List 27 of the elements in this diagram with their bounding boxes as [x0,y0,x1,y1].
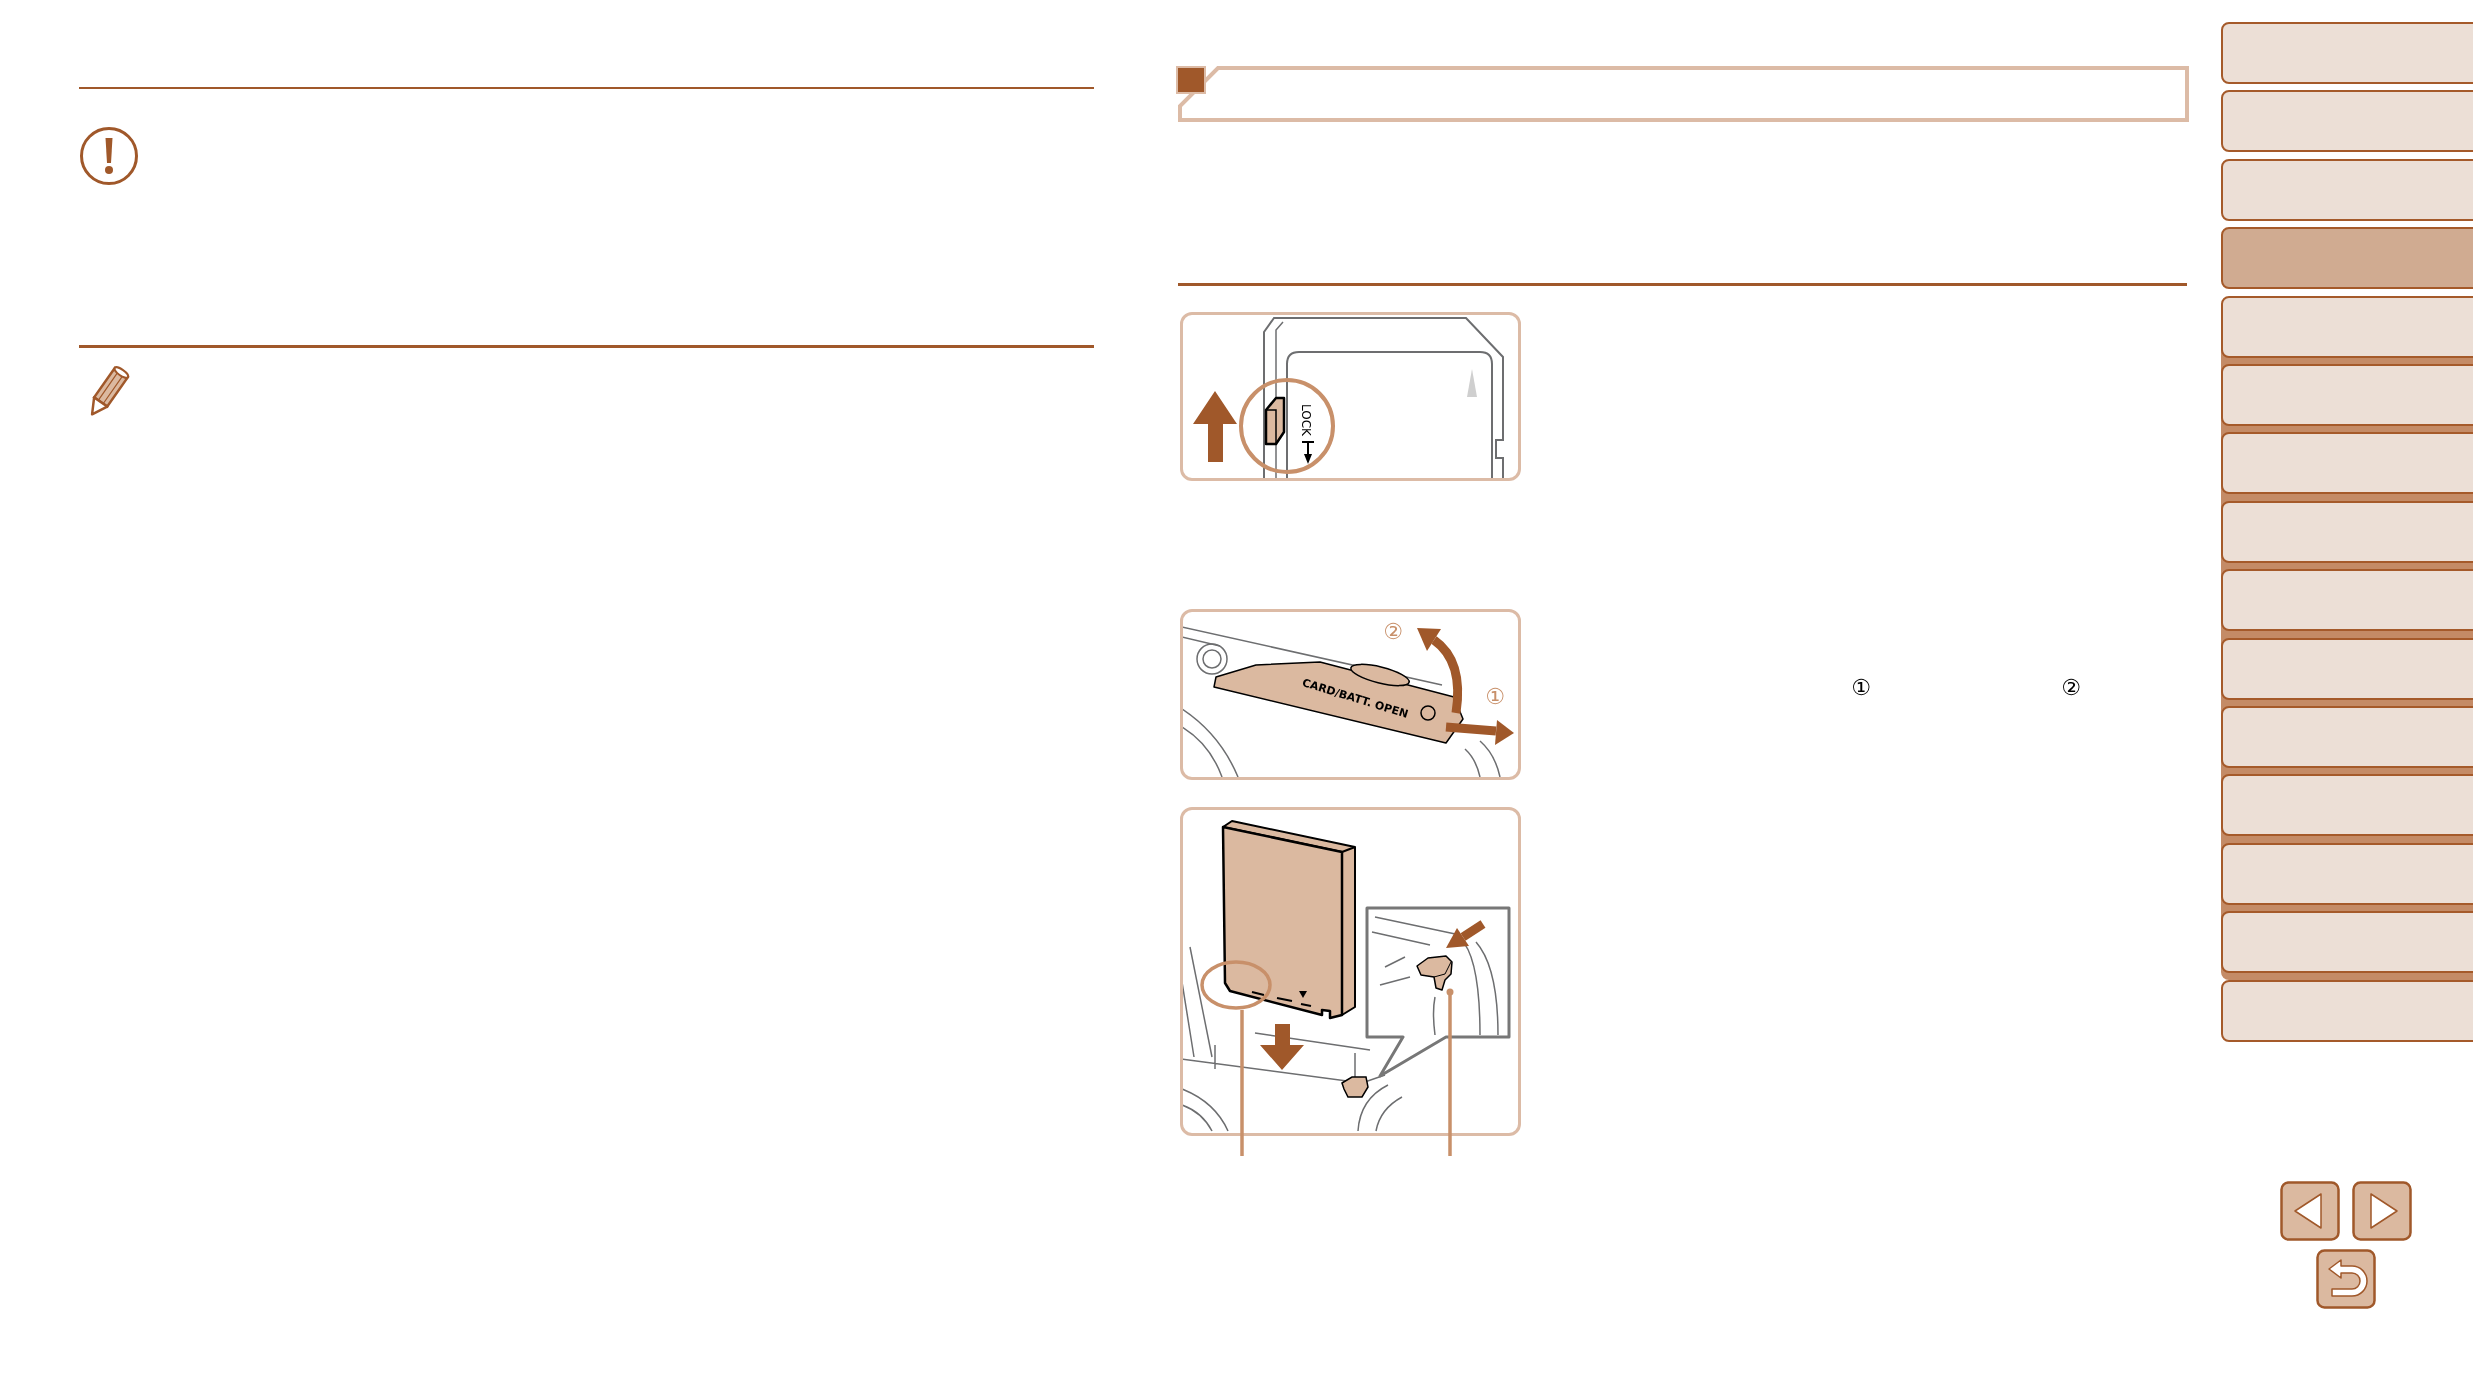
step-number: ② [2061,675,2081,701]
chapter-tab [2221,637,2473,700]
chapter-tab [2221,295,2473,358]
illustration-panel [1180,312,1521,481]
leader-line [1240,1010,1244,1156]
chapter-tab [2221,158,2473,221]
selected-chapter-tab [2221,227,2473,290]
chapter-tab [2221,979,2473,1042]
switch-label: LOCK [1298,404,1312,436]
illustration-panel [1180,807,1521,1136]
step-number: ① [1851,675,1871,701]
step-number: ① [1485,684,1505,710]
step-number: ② [1383,619,1403,645]
chapter-tab [2221,774,2473,837]
chapter-tab [2221,842,2473,905]
illustration-panel [1180,609,1521,780]
chapter-tab [2221,706,2473,768]
latch-drawing [1414,952,1454,992]
chapter-tab [2221,911,2473,974]
highlight-ellipse [1200,960,1272,1010]
chapter-tab [2221,90,2473,153]
chapter-tab [2221,569,2473,632]
chapter-tab [2221,432,2473,495]
chapter-tab [2221,500,2473,563]
leader-line [1446,988,1454,1156]
chapter-tab [2221,22,2473,84]
chapter-tab [2221,364,2473,426]
